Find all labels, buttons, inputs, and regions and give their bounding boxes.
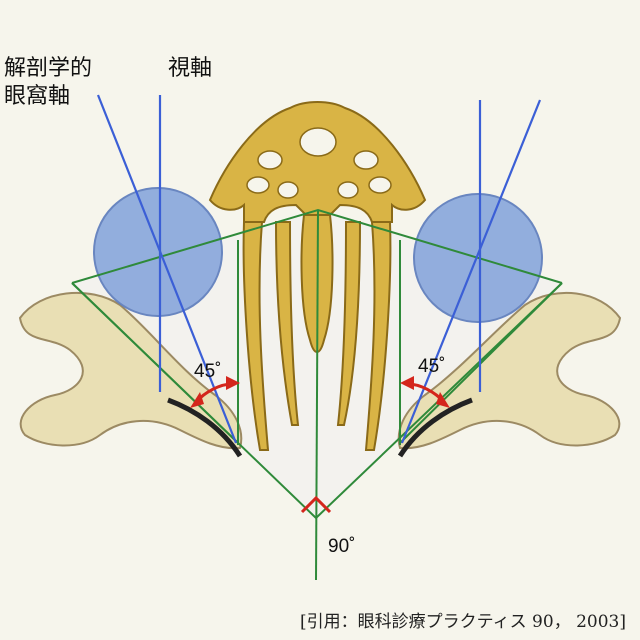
visual-axis-label: 視軸 xyxy=(168,56,213,81)
left-angle-arrow xyxy=(190,376,240,408)
midline xyxy=(315,209,319,581)
axis-lines xyxy=(96,94,542,444)
apex-angle-label: 90˚ xyxy=(328,536,355,557)
sinus-cells xyxy=(246,127,392,199)
left-angle-label: 45˚ xyxy=(194,361,221,382)
right-angle-arrow xyxy=(400,376,450,408)
left-bone-dark-edge xyxy=(167,397,243,458)
right-anatomical-axis xyxy=(400,99,542,444)
left-eyeball xyxy=(93,187,223,317)
apex-angle-marker xyxy=(300,495,332,514)
left-anatomical-axis xyxy=(96,94,238,444)
anatomical-axis-label-line1: 解剖学的 xyxy=(4,56,93,81)
right-bone-dark-edge xyxy=(397,397,473,458)
citation: [引用：眼科診療プラクティス 90， 2003] xyxy=(300,612,626,632)
right-angle-label: 45˚ xyxy=(418,356,445,377)
anatomical-axis-label-line2: 眼窩軸 xyxy=(4,84,71,109)
